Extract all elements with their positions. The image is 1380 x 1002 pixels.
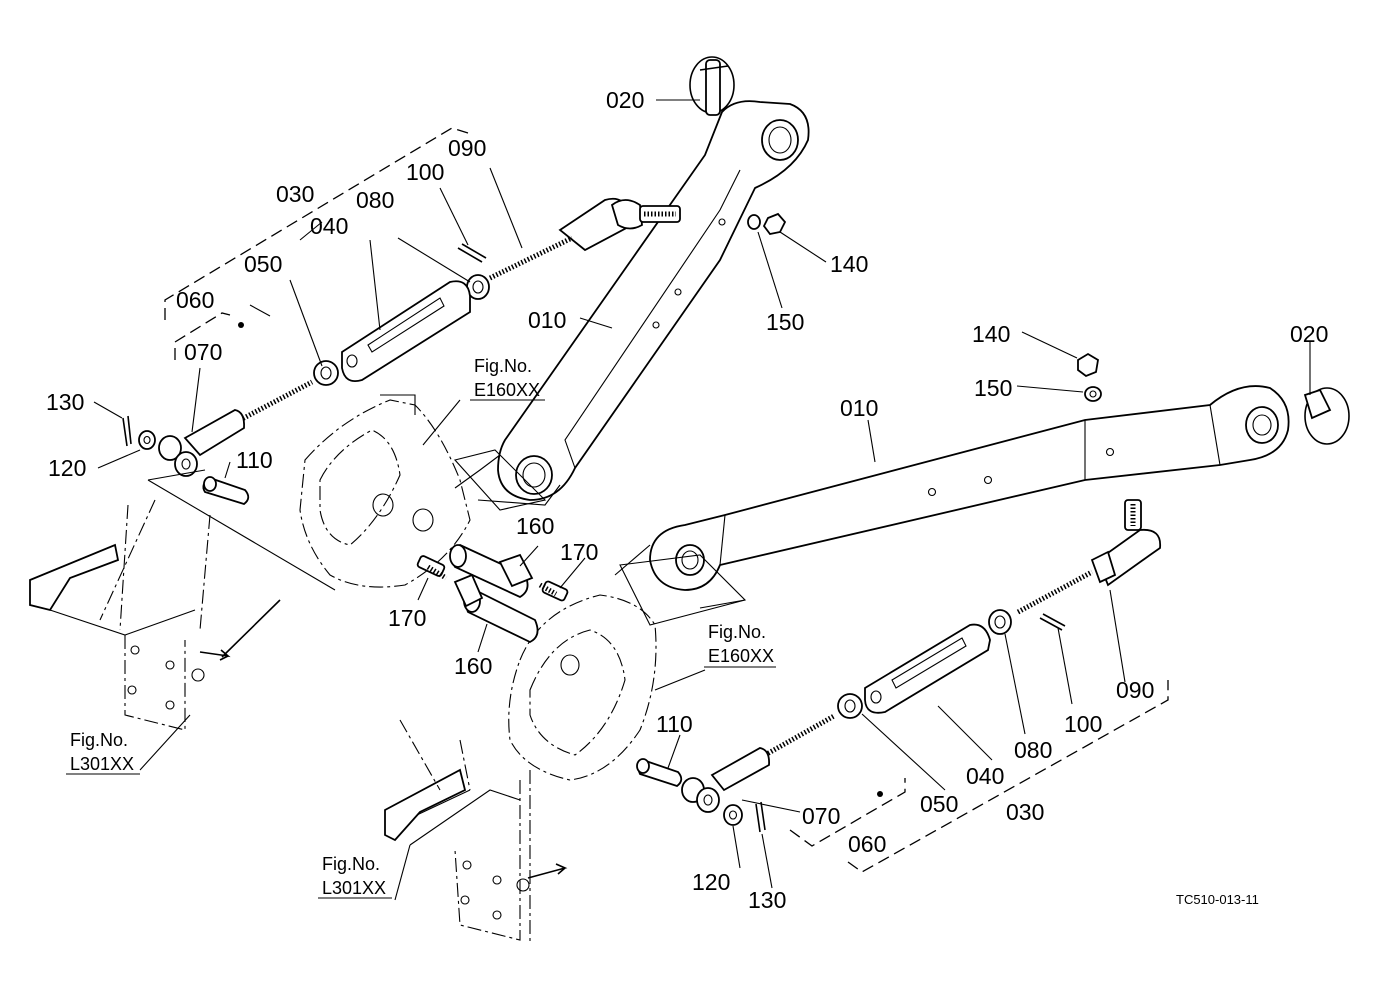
- label-060-upper: 060: [176, 287, 214, 313]
- label-090-lower: 090: [1116, 677, 1154, 703]
- nut-washer-upper: [747, 212, 787, 235]
- label-140-lower: 140: [972, 321, 1010, 347]
- svg-text:L301XX: L301XX: [322, 878, 386, 898]
- svg-text:Fig.No.: Fig.No.: [70, 730, 128, 750]
- label-020-upper: 020: [606, 87, 644, 113]
- svg-text:L301XX: L301XX: [70, 754, 134, 774]
- label-010-upper: 010: [528, 307, 566, 333]
- axle-housing-upper: [299, 394, 547, 588]
- label-050-lower: 050: [920, 791, 958, 817]
- link-pin-160-upper: [449, 543, 534, 599]
- label-160-upper: 160: [516, 513, 554, 539]
- label-080-upper: 080: [356, 187, 394, 213]
- label-080-lower: 080: [1014, 737, 1052, 763]
- bracket-right: [384, 719, 568, 945]
- label-100-upper: 100: [406, 159, 444, 185]
- label-110-upper: 110: [236, 447, 273, 473]
- label-160-lower: 160: [454, 653, 492, 679]
- label-040-upper: 040: [310, 213, 348, 239]
- label-070-lower: 070: [802, 803, 840, 829]
- fig-ref-l301-left: Fig.No. L301XX: [66, 730, 140, 775]
- label-120-lower: 120: [692, 869, 730, 895]
- lower-link-left: [497, 100, 810, 501]
- label-170-upper: 170: [560, 539, 598, 565]
- label-040-lower: 040: [966, 763, 1004, 789]
- label-030-lower: 030: [1006, 799, 1044, 825]
- label-050-upper: 050: [244, 251, 282, 277]
- label-120-upper: 120: [48, 455, 86, 481]
- label-140-upper: 140: [830, 251, 868, 277]
- label-130-upper: 130: [46, 389, 84, 415]
- label-010-lower: 010: [840, 395, 878, 421]
- svg-text:Fig.No.: Fig.No.: [474, 356, 532, 376]
- label-060-lower: 060: [848, 831, 886, 857]
- fig-ref-e160-lower: Fig.No. E160XX: [704, 622, 776, 668]
- svg-text:Fig.No.: Fig.No.: [708, 622, 766, 642]
- fig-ref-e160-upper: Fig.No. E160XX: [470, 356, 545, 401]
- label-150-upper: 150: [766, 309, 804, 335]
- lift-rod-left: [122, 197, 681, 505]
- label-130-lower: 130: [748, 887, 786, 913]
- svg-text:E160XX: E160XX: [474, 380, 540, 400]
- drawing-code: TC510-013-11: [1176, 892, 1259, 907]
- lift-rod-right: [636, 499, 1162, 833]
- svg-text:Fig.No.: Fig.No.: [322, 854, 380, 874]
- part-labels: 020 010 090 100 030 040 080 050 060 070 …: [46, 87, 1328, 913]
- label-090-upper: 090: [448, 135, 486, 161]
- label-110-lower: 110: [656, 711, 693, 737]
- label-030-upper: 030: [276, 181, 314, 207]
- label-070-upper: 070: [184, 339, 222, 365]
- svg-text:E160XX: E160XX: [708, 646, 774, 666]
- fig-ref-l301-right: Fig.No. L301XX: [318, 854, 392, 899]
- label-020-lower: 020: [1290, 321, 1328, 347]
- label-170-lower: 170: [388, 605, 426, 631]
- leader-lines: [93, 99, 1311, 901]
- bracket-left: [29, 469, 336, 731]
- bolt-170-upper: [538, 580, 569, 602]
- link-pin-160-lower: [453, 573, 539, 644]
- label-100-lower: 100: [1064, 711, 1102, 737]
- lower-link-right: [649, 385, 1290, 591]
- nut-washer-lower: [1077, 352, 1102, 402]
- bolt-170-lower: [416, 555, 448, 581]
- lynch-pin-lower: [1303, 387, 1350, 445]
- lynch-pin-upper: [689, 56, 735, 116]
- label-150-lower: 150: [974, 375, 1012, 401]
